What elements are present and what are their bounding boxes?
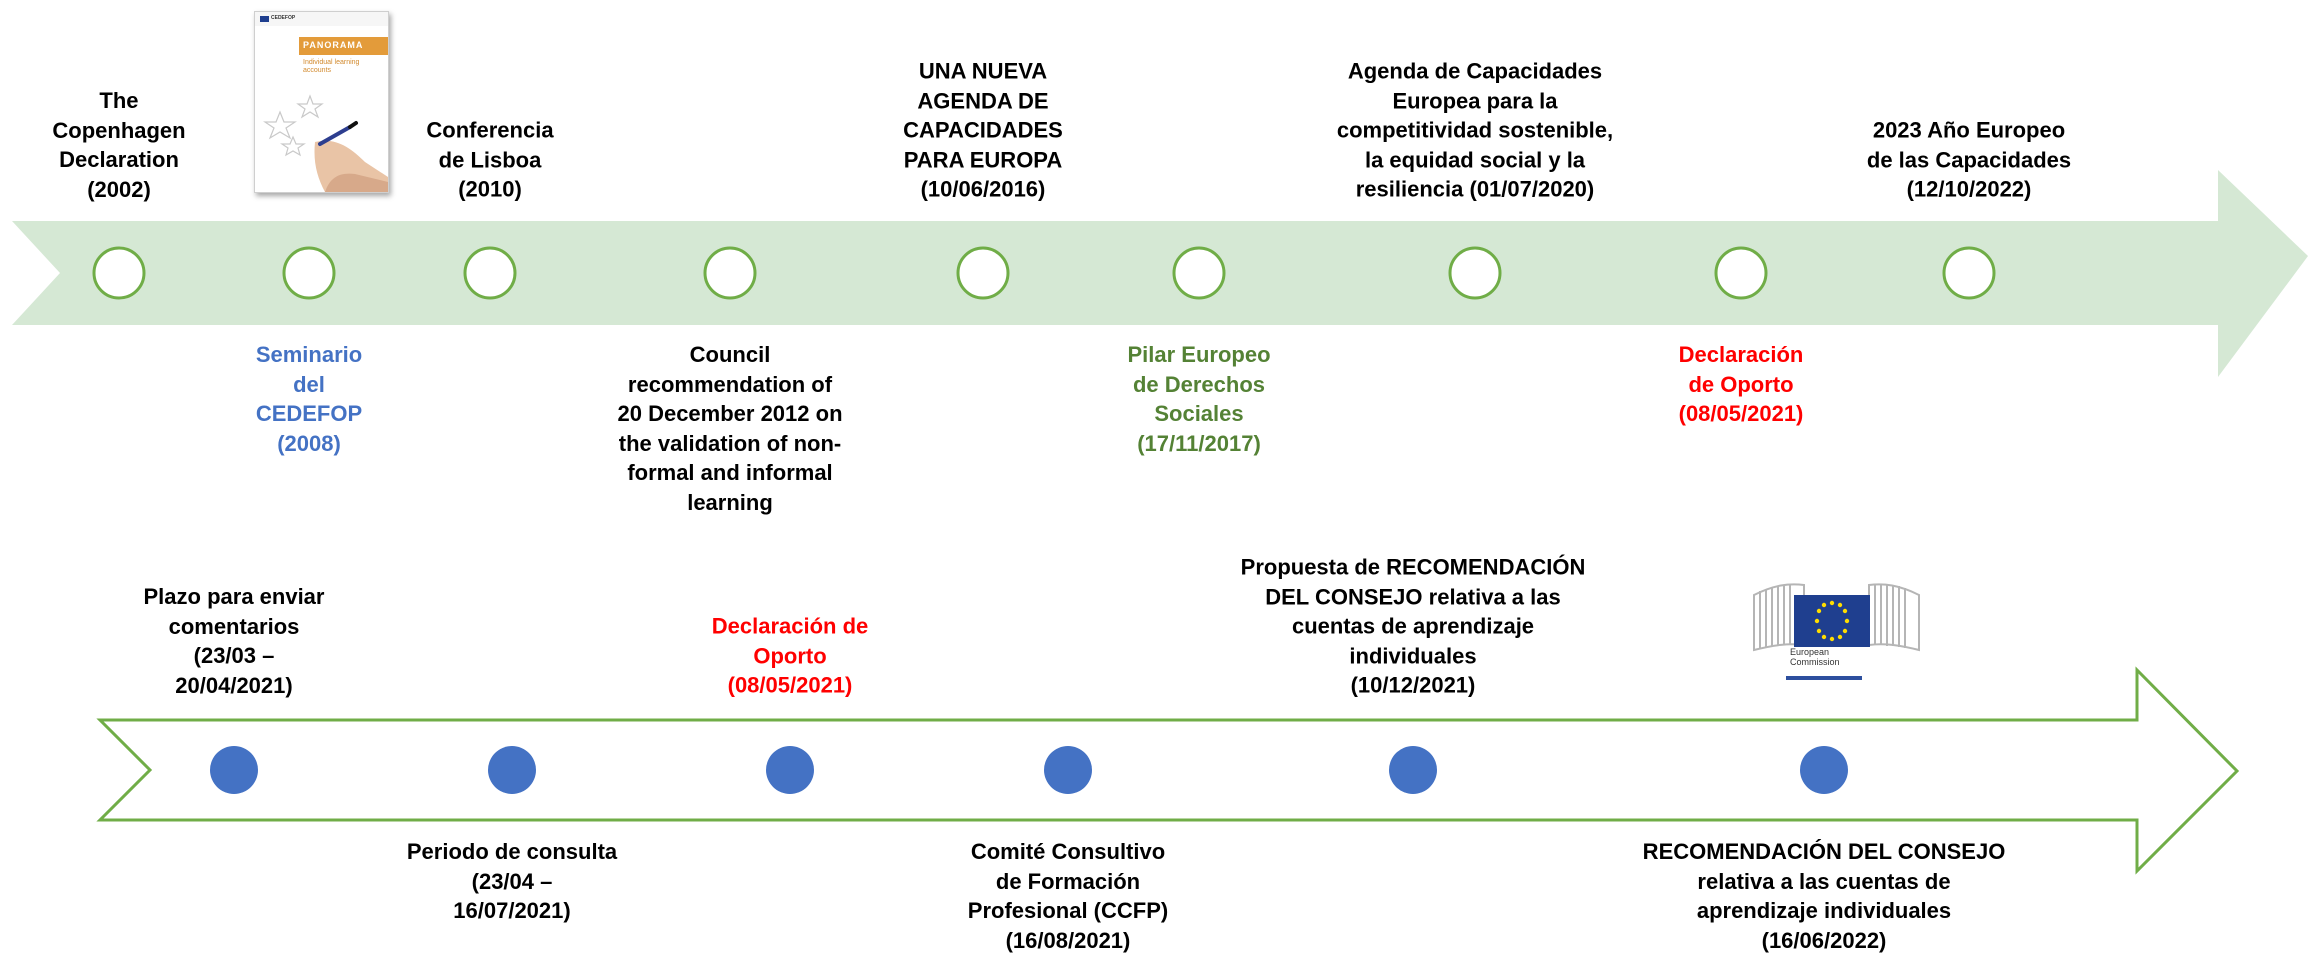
milestone-circle-ano-capacidades [1942,246,1996,300]
label-ano-europeo-capacidades: 2023 Año Europeo de las Capacidades (12/… [1866,117,2072,202]
label-propuesta-recomendacion: Propuesta de RECOMENDACIÓN DEL CONSEJO r… [1240,554,1586,698]
milestone-circle-nueva-agenda [956,246,1010,300]
milestone-dot-propuesta [1389,746,1437,794]
label-declaracion-oporto-top: Declaración de Oporto (08/05/2021) [1678,342,1804,426]
eu-flag-icon [260,16,269,22]
label-pilar-europeo: Pilar Europeo de Derechos Sociales (17/1… [1127,342,1271,456]
milestone-dot-plazo [210,746,258,794]
eu-stars-icon [1814,600,1850,642]
label-periodo-consulta: Periodo de consulta (23/04 – 16/07/2021) [406,839,618,923]
milestone-circle-lisboa [463,246,517,300]
milestone-dot-ccfp [1044,746,1092,794]
milestone-dot-oporto [766,746,814,794]
milestone-circle-copenhagen [92,246,146,300]
european-commission-wordmark: European Commission [1790,647,1840,667]
label-conferencia-lisboa: Conferencia de Lisboa (2010) [426,117,554,202]
top-milestones [92,246,1996,300]
booklet-publisher: CEDEFOP [271,15,296,21]
milestone-dot-periodo [488,746,536,794]
booklet-series-title: PANORAMA [303,40,364,50]
label-council-recommendation-2012: Council recommendation of 20 December 20… [617,342,843,515]
booklet-series-band: PANORAMA [299,37,388,55]
label-nueva-agenda-capacidades: UNA NUEVA AGENDA DE CAPACIDADES PARA EUR… [903,58,1063,202]
panorama-booklet-thumbnail: CEDEFOP PANORAMA Individual learning acc… [254,11,389,193]
label-seminario-cedefop: Seminario del CEDEFOP (2008) [255,342,363,456]
top-timeline-arrow [12,170,2308,377]
milestone-circle-pilar [1172,246,1226,300]
milestone-dot-recomendacion [1800,746,1848,794]
label-declaracion-oporto-bottom: Declaración de Oporto (08/05/2021) [711,613,869,698]
ec-wordmark-line2: Commission [1790,657,1840,667]
bottom-milestones [210,746,1848,794]
ec-logo-underline [1786,676,1862,680]
milestone-circle-council-2012 [703,246,757,300]
european-commission-logo [1753,583,1920,652]
ec-wordmark-line1: European [1790,647,1830,657]
hand-drawing-stars-illustration [263,94,388,192]
bottom-timeline-arrow [96,666,2240,875]
milestone-circle-agenda-2020 [1448,246,1502,300]
booklet-header-bar [255,12,388,26]
label-copenhagen-declaration: The Copenhagen Declaration (2002) [52,88,186,202]
label-comite-consultivo: Comité Consultivo de Formación Profesion… [967,839,1169,953]
label-agenda-capacidades-2020: Agenda de Capacidades Europea para la co… [1336,58,1614,202]
label-plazo-comentarios: Plazo para enviar comentarios (23/03 – 2… [143,584,325,698]
milestone-circle-cedefop [282,246,336,300]
label-recomendacion-consejo: RECOMENDACIÓN DEL CONSEJO relativa a las… [1642,839,2006,953]
booklet-subtitle: Individual learning accounts [303,59,360,74]
milestone-circle-oporto [1714,246,1768,300]
